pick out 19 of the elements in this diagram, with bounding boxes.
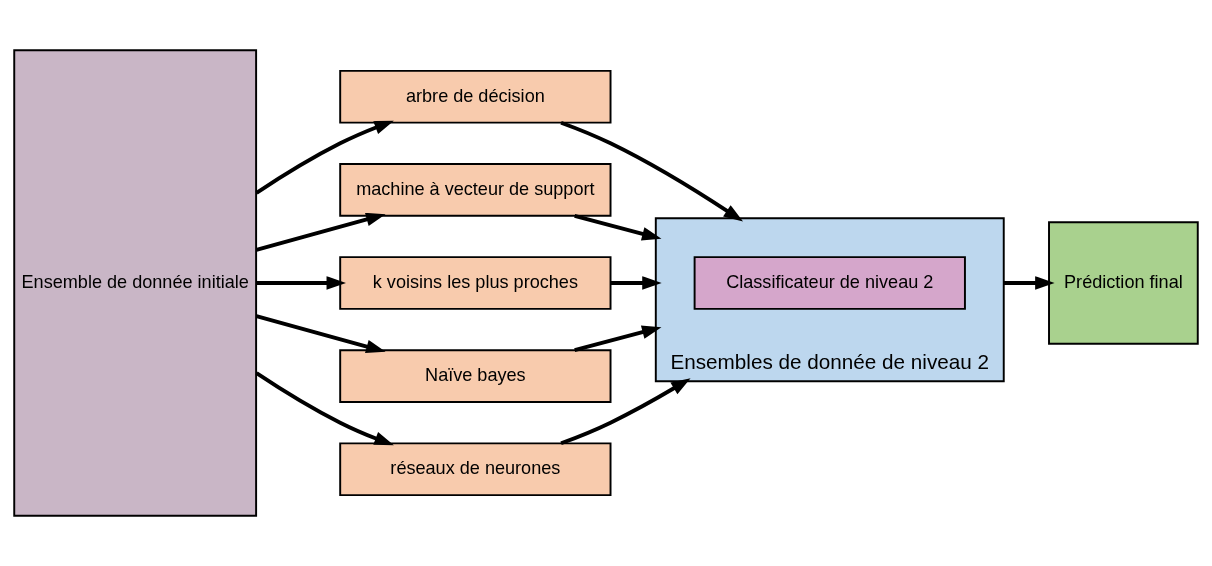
node-box: Classificateur de niveau 2 (693, 256, 966, 310)
arrow (255, 371, 394, 446)
arrow (574, 213, 662, 241)
node-box: k voisins les plus proches (339, 256, 612, 310)
arrow (255, 314, 386, 354)
node-box: machine à vecteur de support (339, 163, 612, 217)
arrow (1003, 276, 1055, 290)
arrow (256, 276, 346, 290)
node-box: Naïve bayes (339, 349, 612, 403)
arrow (255, 212, 386, 252)
arrow (574, 325, 662, 353)
node-box: réseaux de neurones (339, 442, 612, 497)
node-box: Ensemble de donnée initiale (13, 49, 258, 517)
arrow (560, 378, 691, 446)
arrow (610, 276, 662, 290)
arrow (255, 120, 394, 195)
node-box: arbre de décision (339, 69, 612, 124)
node-box: Prédiction final (1048, 221, 1199, 345)
arrow (560, 120, 744, 222)
